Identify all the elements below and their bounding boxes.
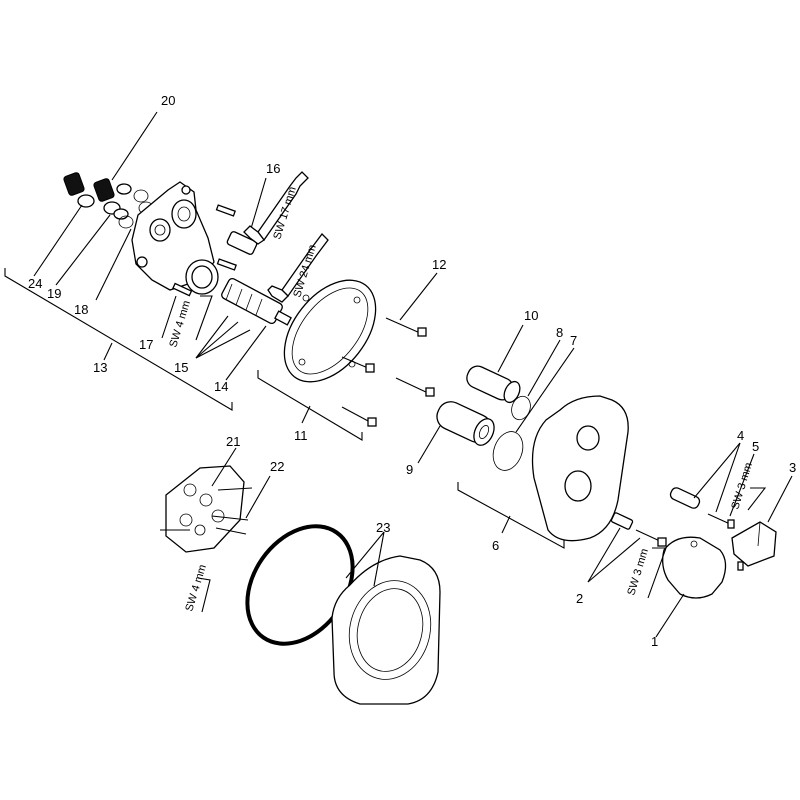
label-9: 9 xyxy=(406,462,413,477)
allen-key-sw3-left xyxy=(647,547,667,599)
part-labels: 20 16 24 19 18 17 13 15 14 11 12 10 8 7 … xyxy=(28,93,796,649)
part-1-handle xyxy=(655,536,727,638)
tool-label-sw4-upper: SW 4 mm xyxy=(167,299,193,349)
part-24-black-caps xyxy=(33,172,121,277)
part-22-screws xyxy=(160,475,271,535)
part-15-thermo-cartridge xyxy=(195,277,292,381)
part-11-rosette xyxy=(257,279,377,441)
tool-label-sw4-lower: SW 4 mm xyxy=(183,563,209,613)
label-14: 14 xyxy=(214,379,228,394)
part-23-square-rosette xyxy=(331,531,441,705)
wrench-sw17 xyxy=(243,171,309,245)
label-7: 7 xyxy=(570,333,577,348)
allen-key-sw3-right xyxy=(747,487,767,511)
label-3: 3 xyxy=(789,460,796,475)
part-16-stop-cartridge xyxy=(226,177,267,255)
allen-key-sw4-lower xyxy=(197,577,211,613)
allen-key-sw4-upper xyxy=(195,295,213,341)
part-3-handle xyxy=(731,475,793,571)
label-2: 2 xyxy=(576,591,583,606)
wrench-sw24 xyxy=(267,233,329,303)
tool-label-sw3-left: SW 3 mm xyxy=(625,547,651,597)
part-small-screws xyxy=(215,204,237,271)
part-2-spindle xyxy=(587,512,667,583)
part-19-20-check-valves xyxy=(55,111,158,286)
part-6-cover-plate xyxy=(457,395,629,549)
label-8: 8 xyxy=(556,325,563,340)
part-5-line xyxy=(729,453,755,517)
label-1: 1 xyxy=(651,634,658,649)
label-13: 13 xyxy=(93,360,107,375)
part-4-pins xyxy=(669,442,741,529)
label-4: 4 xyxy=(737,428,744,443)
label-20: 20 xyxy=(161,93,175,108)
label-17: 17 xyxy=(139,337,153,352)
label-22: 22 xyxy=(270,459,284,474)
part-7-o-ring xyxy=(492,347,575,471)
label-23: 23 xyxy=(376,520,390,535)
label-21: 21 xyxy=(226,434,240,449)
part-21-inner-body xyxy=(165,447,245,553)
label-10: 10 xyxy=(524,308,538,323)
label-12: 12 xyxy=(432,257,446,272)
tool-label-sw3-right: SW 3 mm xyxy=(729,461,755,511)
label-19: 19 xyxy=(47,286,61,301)
label-16: 16 xyxy=(266,161,280,176)
label-15: 15 xyxy=(174,360,188,375)
label-18: 18 xyxy=(74,302,88,317)
part-12-screws xyxy=(341,272,438,427)
label-6: 6 xyxy=(492,538,499,553)
part-9-sleeve xyxy=(417,401,495,464)
label-24: 24 xyxy=(28,276,42,291)
part-17-screw xyxy=(161,282,193,339)
part-8-o-ring xyxy=(511,339,561,421)
label-11: 11 xyxy=(294,428,308,443)
part-10-sleeve xyxy=(466,324,524,404)
part-ring-nut xyxy=(185,259,219,295)
group-13-bracket xyxy=(4,268,233,411)
label-5: 5 xyxy=(752,439,759,454)
